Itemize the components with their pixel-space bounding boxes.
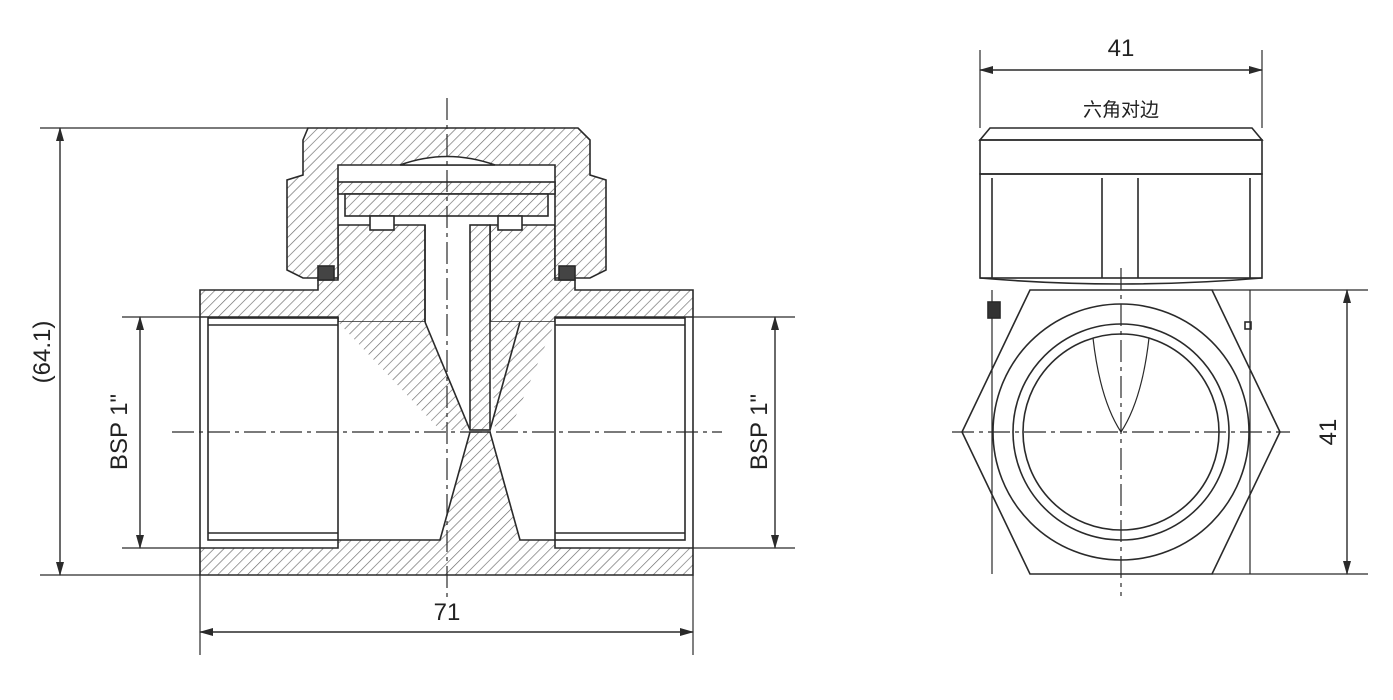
right-thread-label: BSP 1" bbox=[746, 394, 773, 470]
pin-right bbox=[497, 215, 523, 231]
side-section-view bbox=[40, 98, 795, 655]
left-bore bbox=[207, 317, 339, 541]
length-label: 71 bbox=[434, 599, 461, 626]
throat-upper-left bbox=[338, 322, 470, 430]
seal-right bbox=[558, 265, 576, 281]
left-thread-label: BSP 1" bbox=[106, 394, 133, 470]
right-bore bbox=[554, 317, 686, 541]
top-width-label: 41 bbox=[1108, 35, 1135, 62]
right-height-label: 41 bbox=[1315, 419, 1342, 446]
stem bbox=[469, 224, 491, 431]
glass-lens bbox=[399, 155, 496, 166]
seal-left bbox=[317, 265, 335, 281]
marking-plate bbox=[987, 301, 1001, 319]
hex-across-flats-label: 六角对边 bbox=[1083, 99, 1159, 121]
cap-top-chamfer bbox=[978, 127, 1264, 141]
front-view bbox=[952, 50, 1368, 596]
height-label: (64.1) bbox=[29, 321, 56, 384]
throat-upper-right bbox=[490, 322, 555, 430]
pin-left bbox=[369, 215, 395, 231]
cap-top-band bbox=[979, 139, 1263, 175]
small-pin bbox=[1244, 321, 1252, 330]
cap-hex-body bbox=[979, 173, 1263, 279]
